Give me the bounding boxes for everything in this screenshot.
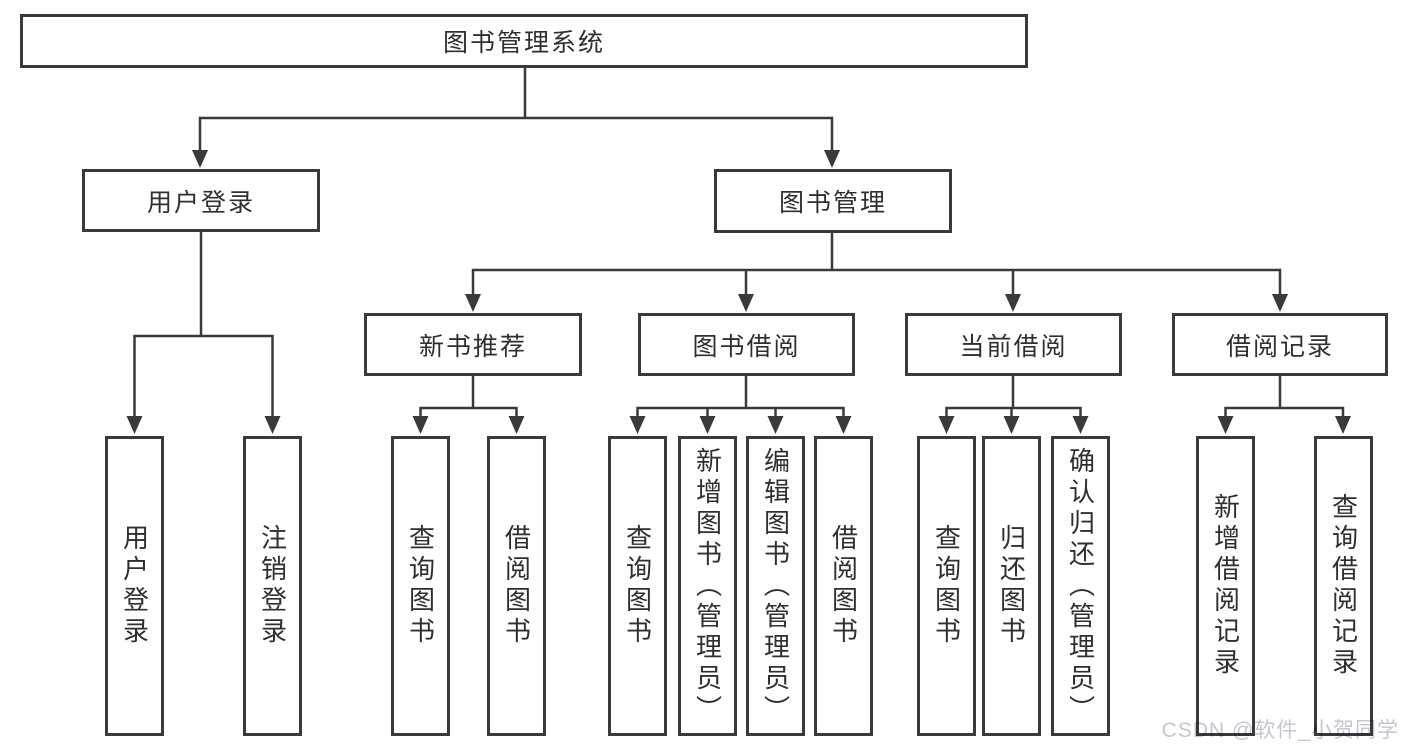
leaf-query-borrow-record: 查询借阅记录 xyxy=(1314,436,1373,736)
leaf-label: 借阅图书 xyxy=(828,524,859,648)
leaf-confirm-return-admin: 确认归还（管理员） xyxy=(1051,436,1110,736)
arrow-down-icon xyxy=(508,416,525,434)
arrow-down-icon xyxy=(1005,294,1021,312)
branch-book-borrow xyxy=(629,376,852,434)
arrow-down-icon xyxy=(1335,416,1351,434)
arrow-down-icon xyxy=(938,416,955,434)
leaf-label: 查询借阅记录 xyxy=(1328,493,1359,679)
node-current-borrow: 当前借阅 xyxy=(905,313,1122,376)
arrow-down-icon xyxy=(126,416,143,434)
leaf-label: 编辑图书（管理员） xyxy=(760,446,791,726)
leaf-label: 新增借阅记录 xyxy=(1210,493,1241,679)
leaf-label: 借阅图书 xyxy=(501,524,532,648)
arrow-down-icon xyxy=(699,416,716,434)
branch-current-borrow xyxy=(938,376,1089,434)
leaf-borrow-books: 借阅图书 xyxy=(487,436,546,736)
leaf-label: 确认归还（管理员） xyxy=(1065,446,1096,726)
leaf-return-books: 归还图书 xyxy=(982,436,1041,736)
node-label: 图书借阅 xyxy=(692,332,801,361)
branch-root xyxy=(192,68,840,168)
leaf-add-books-admin: 新增图书（管理员） xyxy=(678,436,737,736)
leaf-logout: 注销登录 xyxy=(243,436,302,736)
leaf-query-books: 查询图书 xyxy=(917,436,976,736)
leaf-label: 归还图书 xyxy=(996,524,1027,648)
arrow-down-icon xyxy=(192,150,208,168)
node-new-book-recommend: 新书推荐 xyxy=(364,313,582,376)
leaf-label: 查询图书 xyxy=(405,524,436,648)
node-label: 借阅记录 xyxy=(1225,332,1334,361)
arrow-down-icon xyxy=(824,150,840,168)
branch-book-management xyxy=(465,233,1288,312)
branch-borrow-records xyxy=(1217,376,1351,434)
leaf-label: 新增图书（管理员） xyxy=(692,446,723,726)
node-book-management: 图书管理 xyxy=(714,169,952,233)
node-label: 用户登录 xyxy=(146,188,255,217)
leaf-borrow-books: 借阅图书 xyxy=(814,436,873,736)
arrow-down-icon xyxy=(738,294,754,312)
node-label: 图书管理 xyxy=(778,189,887,217)
csdn-watermark: CSDN @软件_小贺同学 xyxy=(1161,719,1399,742)
arrow-down-icon xyxy=(767,416,784,434)
node-label: 当前借阅 xyxy=(959,332,1068,361)
branch-new-book xyxy=(412,376,525,434)
arrow-down-icon xyxy=(1272,294,1288,312)
node-root-system: 图书管理系统 xyxy=(20,14,1028,68)
node-label: 新书推荐 xyxy=(418,332,527,361)
leaf-add-borrow-record: 新增借阅记录 xyxy=(1196,436,1255,736)
leaf-query-books: 查询图书 xyxy=(391,436,450,736)
leaf-label: 注销登录 xyxy=(257,524,288,648)
leaf-user-login: 用户登录 xyxy=(105,436,164,736)
leaf-query-books: 查询图书 xyxy=(608,436,667,736)
node-borrow-records: 借阅记录 xyxy=(1172,313,1388,376)
arrow-down-icon xyxy=(1072,416,1089,434)
arrow-down-icon xyxy=(1217,416,1234,434)
leaf-label: 查询图书 xyxy=(622,524,653,648)
node-label: 图书管理系统 xyxy=(442,29,605,57)
node-user-login: 用户登录 xyxy=(82,169,320,232)
arrow-down-icon xyxy=(629,416,646,434)
leaf-edit-books-admin: 编辑图书（管理员） xyxy=(746,436,805,736)
arrow-down-icon xyxy=(264,416,281,434)
arrow-down-icon xyxy=(412,416,429,434)
node-book-borrow: 图书借阅 xyxy=(638,313,855,376)
arrow-down-icon xyxy=(835,416,852,434)
leaf-label: 查询图书 xyxy=(931,524,962,648)
branch-user-login xyxy=(126,232,281,434)
arrow-down-icon xyxy=(465,294,481,312)
arrow-down-icon xyxy=(1003,416,1020,434)
leaf-label: 用户登录 xyxy=(119,524,150,648)
